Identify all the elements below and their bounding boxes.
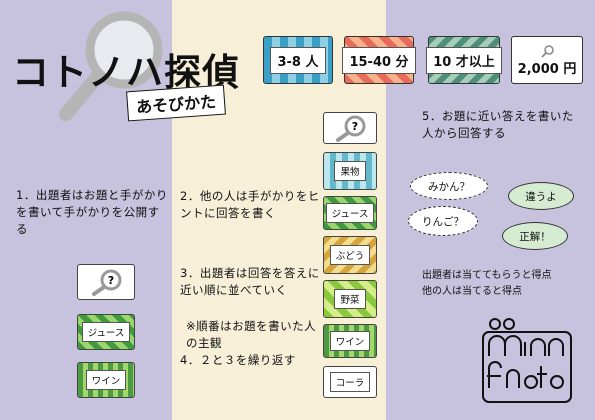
card-juice-label: ジュース bbox=[81, 322, 131, 342]
scoring-line-2: 他の人は当てると得点 bbox=[422, 286, 522, 297]
age-badge: 10 才以上 bbox=[426, 36, 502, 84]
card-budou: ぶどう bbox=[323, 236, 377, 274]
brand-logo bbox=[482, 318, 572, 403]
card-yasai: 野菜 bbox=[323, 280, 377, 318]
question-mark: ? bbox=[352, 120, 358, 133]
question-icon: ? bbox=[92, 269, 122, 296]
question-card: ? bbox=[77, 264, 135, 300]
step-3-note: ※順番はお題を書いた人の主観 bbox=[186, 319, 317, 350]
bubble-ringo: りんご？ bbox=[408, 206, 478, 236]
age-label: 10 才以上 bbox=[426, 46, 502, 74]
question-icon: ? bbox=[336, 115, 366, 142]
price-label: 2,000 円 bbox=[517, 57, 577, 77]
question-mark: ? bbox=[108, 274, 114, 287]
card-juice: ジュース bbox=[77, 314, 135, 350]
card-cola-label: コーラ bbox=[329, 372, 371, 392]
card-wine: ワイン bbox=[77, 362, 135, 398]
bubble-seikai: 正解！ bbox=[502, 222, 568, 250]
step-1: 1．出題者はお題と手がかりを書いて手がかりを公開する bbox=[16, 188, 168, 236]
card-juice: ジュース bbox=[323, 196, 377, 230]
card-kudamono-label: 果物 bbox=[334, 161, 366, 181]
magnifier-icon bbox=[541, 44, 554, 58]
players-badge: 3-8 人 bbox=[263, 36, 333, 84]
price-badge: 2,000 円 bbox=[511, 36, 583, 84]
step-5: 5．お題に近い答えを書いた人から回答する bbox=[422, 109, 574, 140]
card-cola: コーラ bbox=[323, 366, 377, 398]
scoring-rules: 出題者は当ててもらうと得点 他の人は当てると得点 bbox=[422, 268, 552, 300]
magnifier-icon bbox=[59, 11, 163, 121]
card-wine-label: ワイン bbox=[85, 370, 127, 390]
card-kudamono: 果物 bbox=[323, 152, 377, 190]
card-wine-label: ワイン bbox=[329, 331, 371, 351]
time-label: 15-40 分 bbox=[342, 46, 416, 74]
card-juice-label: ジュース bbox=[325, 203, 375, 223]
card-yasai-label: 野菜 bbox=[334, 289, 366, 309]
time-badge: 15-40 分 bbox=[342, 36, 416, 84]
step-2: 2．他の人は手がかりをヒントに回答を書く bbox=[180, 189, 320, 220]
bubble-chigau: 違うよ bbox=[508, 182, 574, 210]
card-wine: ワイン bbox=[323, 324, 377, 358]
scoring-line-1: 出題者は当ててもらうと得点 bbox=[422, 270, 552, 281]
bubble-mikan: みかん？ bbox=[410, 172, 488, 200]
card-budou-label: ぶどう bbox=[329, 245, 371, 265]
step-3: 3．出題者は回答を答えに近い順に並べていく bbox=[180, 266, 320, 297]
question-card: ? bbox=[323, 112, 377, 144]
step-4: 4．２と３を繰り返す bbox=[180, 353, 296, 367]
players-label: 3-8 人 bbox=[270, 46, 326, 74]
